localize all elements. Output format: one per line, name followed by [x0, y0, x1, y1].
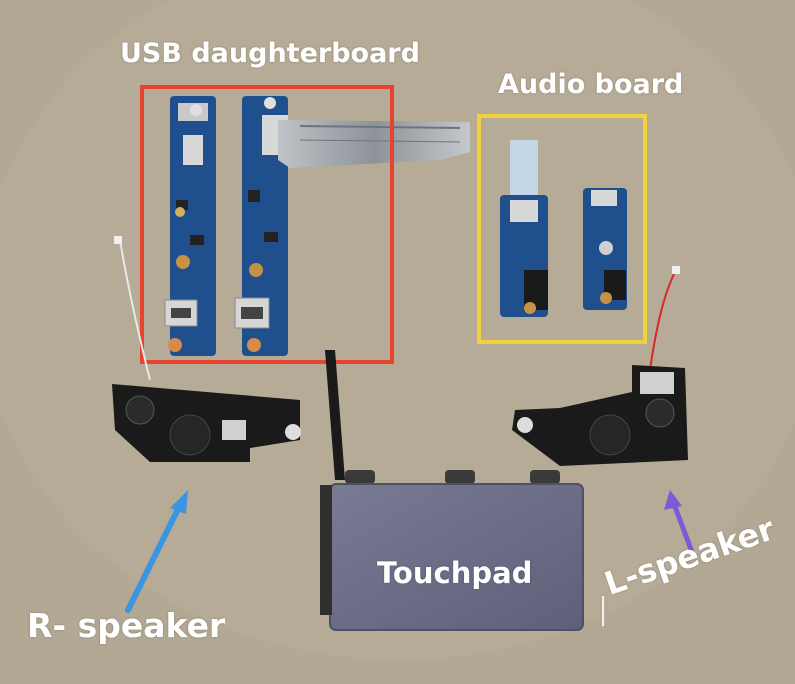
touchpad: [320, 470, 584, 631]
l-speaker-mark: |: [598, 592, 609, 627]
r-speaker-label: R- speaker: [27, 606, 226, 645]
usb-highlight-box: [140, 85, 394, 364]
audio-board-right: [583, 188, 627, 310]
audio-board-left: [500, 140, 548, 317]
usb-daughterboard-right: [234, 96, 288, 356]
touchpad-label: Touchpad: [377, 556, 533, 590]
usb-daughterboard-label: USB daughterboard: [120, 38, 420, 69]
touchpad-cable: [325, 350, 345, 480]
arrow-up-right-icon: [125, 490, 188, 613]
l-speaker: [512, 266, 688, 466]
usb-daughterboard-left: [164, 96, 216, 356]
flex-cable: [278, 120, 470, 168]
r-speaker: [112, 236, 301, 462]
audio-highlight-box: [477, 114, 647, 344]
audio-board-label: Audio board: [498, 69, 684, 100]
arrow-up-left-icon: [664, 490, 695, 555]
